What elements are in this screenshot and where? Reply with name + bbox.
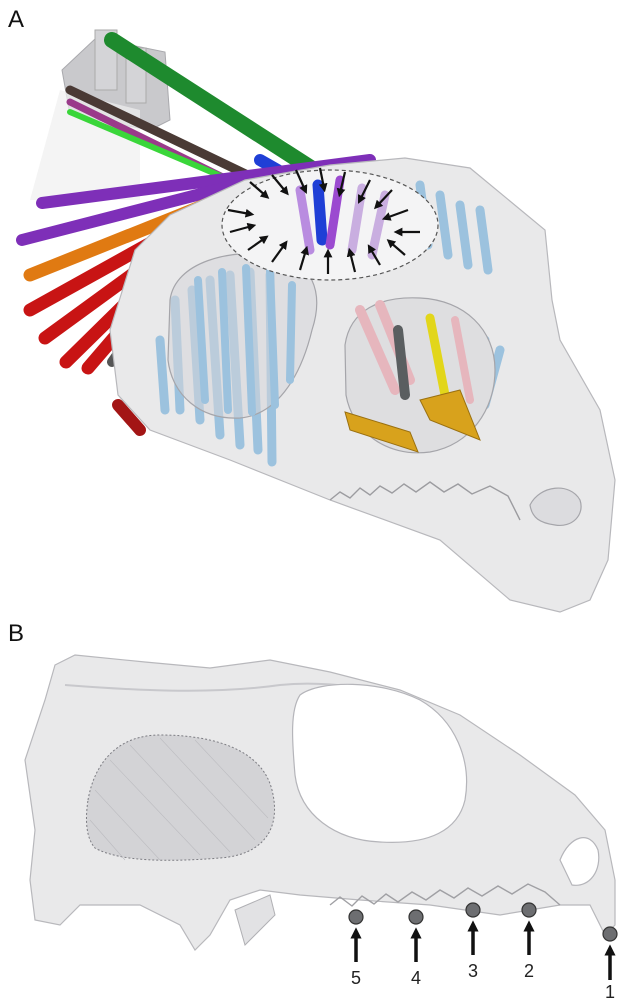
bite-point-1-label: 1 bbox=[605, 982, 615, 1001]
jaw-fragment bbox=[235, 895, 275, 945]
bite-point-1: 1 bbox=[603, 927, 617, 1001]
bite-point-2-label: 2 bbox=[524, 961, 534, 981]
bite-point-4-label: 4 bbox=[411, 968, 421, 988]
bite-point-5-label: 5 bbox=[351, 968, 361, 988]
bite-point-5: 5 bbox=[349, 910, 363, 988]
bite-point-2: 2 bbox=[522, 903, 536, 981]
bite-point-3: 3 bbox=[466, 903, 480, 981]
bite-point-3-label: 3 bbox=[468, 961, 478, 981]
bite-point-4: 4 bbox=[409, 910, 423, 988]
panel-a-model bbox=[22, 30, 615, 612]
bite-points: 5 4 3 2 1 bbox=[349, 903, 617, 1001]
